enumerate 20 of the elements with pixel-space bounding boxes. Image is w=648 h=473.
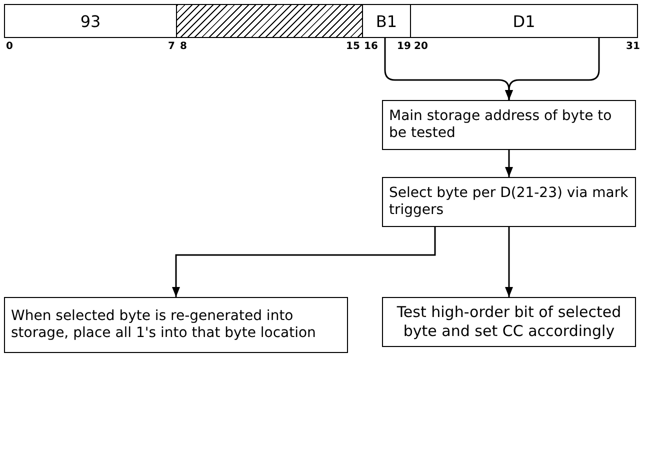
field-box: D1 xyxy=(410,4,638,38)
arrow xyxy=(505,38,600,100)
bit-number: 20 xyxy=(414,41,428,52)
bit-number: 19 xyxy=(397,41,411,52)
bit-number: 8 xyxy=(180,41,187,52)
process-box: Test high-order bit of selected byte and set CC accordingly xyxy=(382,297,636,347)
arrow xyxy=(172,227,436,297)
bit-number: 15 xyxy=(346,41,360,52)
process-box: When selected byte is re-generated into storage, place all 1's into that byte location xyxy=(4,297,348,353)
arrow xyxy=(505,150,513,177)
bit-number: 16 xyxy=(364,41,378,52)
bit-number: 0 xyxy=(6,41,13,52)
process-box: Main storage address of byte to be tested xyxy=(382,100,636,150)
field-box: 93 xyxy=(4,4,177,38)
bit-number: 7 xyxy=(168,41,175,52)
bit-number: 31 xyxy=(626,41,640,52)
field-box: B1 xyxy=(362,4,411,38)
arrow xyxy=(505,227,513,297)
hatched-field xyxy=(176,4,363,38)
process-box: Select byte per D(21-23) via mark triggers xyxy=(382,177,636,227)
